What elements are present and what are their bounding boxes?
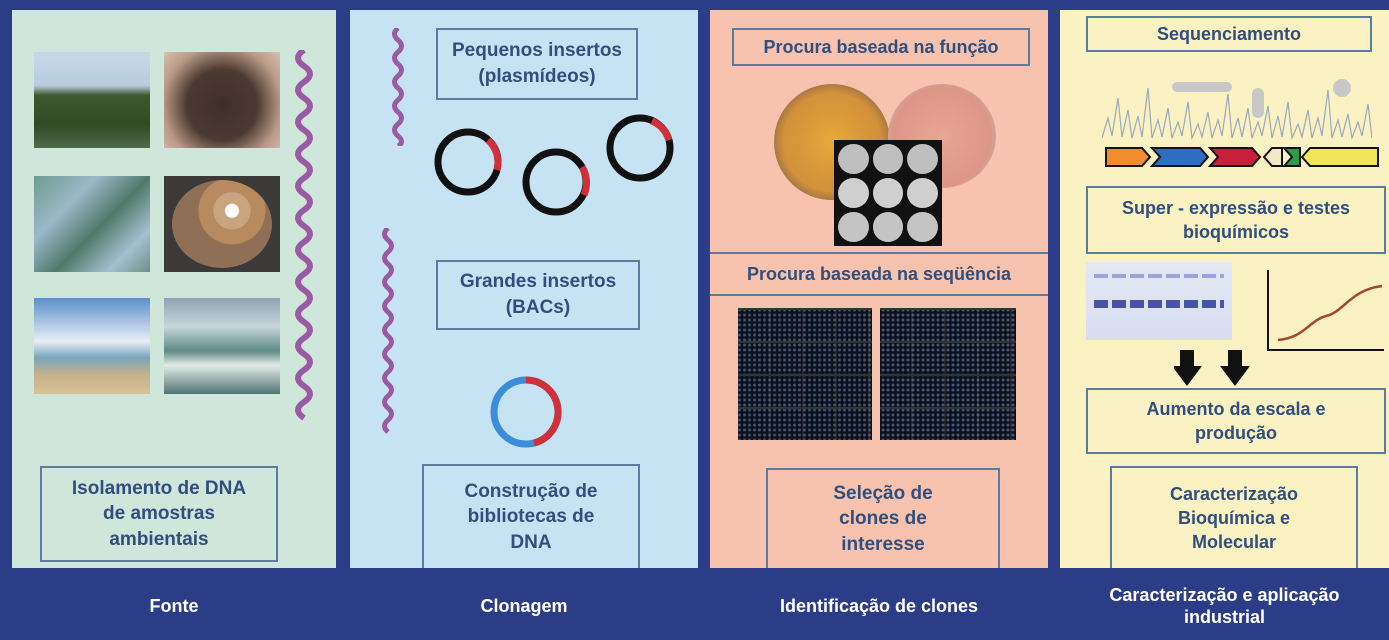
- plates-grid-photo: [834, 140, 942, 246]
- plasmids-group: [434, 114, 674, 216]
- beach-photo: [34, 298, 150, 394]
- gene-map-icon: [1105, 147, 1379, 167]
- plasmid-icon: [606, 114, 674, 182]
- panel-identification: Procura baseada na função Procura basead…: [710, 10, 1048, 568]
- dna-strand-icon: [295, 50, 313, 421]
- chromatogram-icon: [1102, 79, 1372, 140]
- footer-source: Fonte: [149, 595, 199, 616]
- footer-cloning: Clonagem: [480, 595, 568, 616]
- sequence-screen-band: [710, 252, 1048, 296]
- clone-selection-label: Seleção de clones de interesse: [766, 468, 1000, 568]
- growth-curve-icon: [1267, 270, 1384, 351]
- panel-source: Isolamento de DNA de amostras ambientais: [12, 10, 336, 568]
- large-inserts-label: Grandes insertos (BACs): [436, 260, 640, 330]
- plasmid-icon: [522, 148, 590, 216]
- function-screen-label: Procura baseada na função: [732, 28, 1030, 66]
- expression-tests-label: Super - expressão e testes bioquímicos: [1086, 186, 1386, 254]
- gel-photo: [1086, 262, 1232, 340]
- library-construction-label: Construção de bibliotecas de DNA: [422, 464, 640, 568]
- isolation-label: Isolamento de DNA de amostras ambientais: [40, 466, 278, 562]
- long-dna-icon: [382, 228, 394, 434]
- ocean-wave-photo: [164, 298, 280, 394]
- panel-cloning: Pequenos insertos (plasmídeos) Grandes i…: [350, 10, 698, 568]
- sequence-screen-label: Procura baseada na seqüência: [746, 263, 1012, 284]
- small-inserts-label: Pequenos insertos (plasmídeos): [436, 28, 638, 100]
- footer-identification: Identificação de clones: [779, 595, 979, 616]
- down-arrows-icon: [1174, 350, 1250, 386]
- microarray-right: [880, 308, 1016, 440]
- panel-characterization: Sequenciamento Super - expressão e teste…: [1060, 10, 1389, 568]
- petri-dish-photo: [164, 176, 280, 272]
- short-dna-icon: [392, 28, 404, 146]
- soil-photo: [164, 52, 280, 148]
- characterization-label: Caracterização Bioquímica e Molecular: [1110, 466, 1358, 568]
- scale-up-label: Aumento da escala e produção: [1086, 388, 1386, 454]
- sequencing-label: Sequenciamento: [1086, 16, 1372, 52]
- forest-photo: [34, 52, 150, 148]
- bac-icon: [490, 376, 562, 448]
- river-aerial-photo: [34, 176, 150, 272]
- footer-application: Caracterização e aplicação industrial: [1109, 584, 1340, 628]
- microarray-left: [738, 308, 872, 440]
